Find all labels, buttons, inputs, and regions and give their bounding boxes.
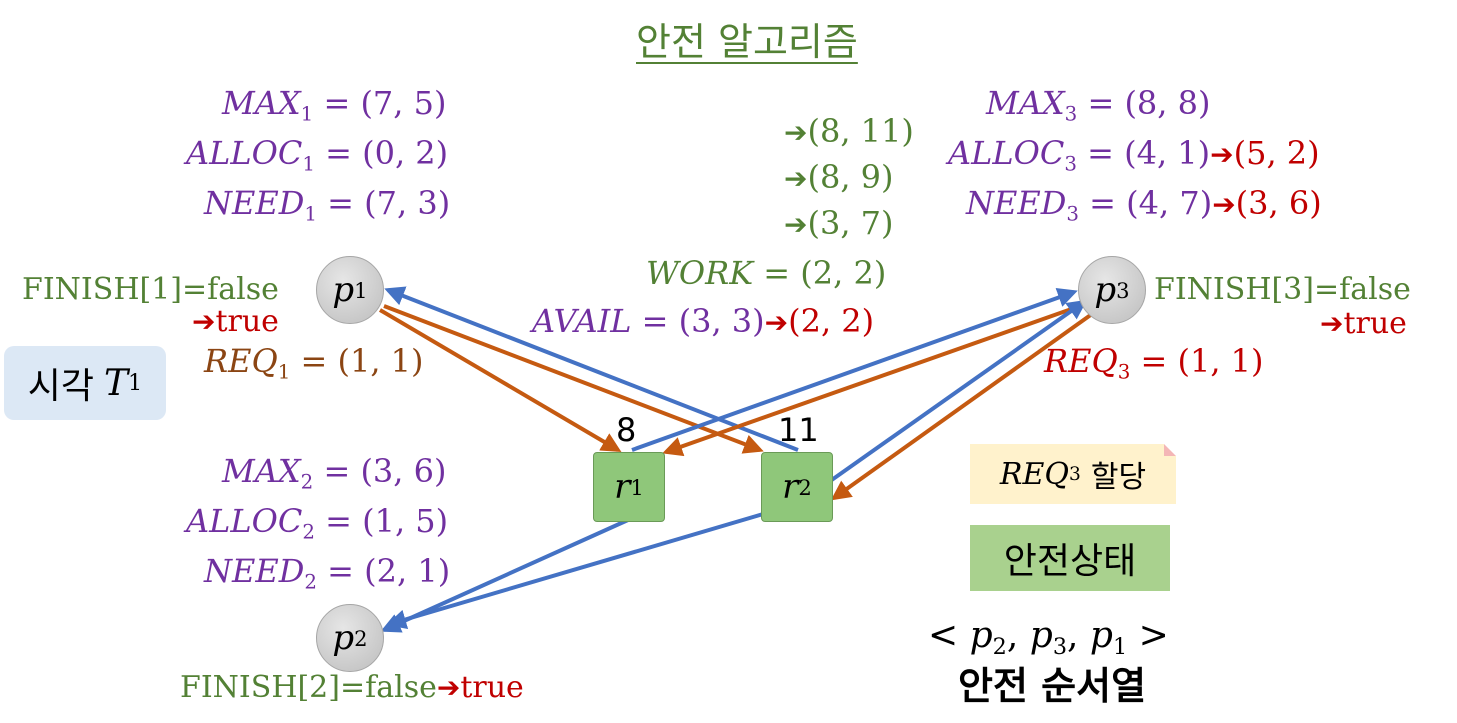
edge-r1-to-p2 [380,518,629,633]
p2-need: NEED2 = (2, 1) [204,552,451,594]
p2-alloc: ALLOC2 = (1, 5) [186,502,449,544]
arrow-right-icon: ➔ [192,305,216,338]
edge-p3-to-r1 [662,304,1081,457]
r2-count: 11 [778,411,819,449]
edge-p3-to-r2 [830,312,1094,501]
p1-req: REQ1 = (1, 1) [204,342,424,384]
arrow-right-icon: ➔ [436,671,461,704]
p3-finish-update: ➔true [1320,306,1407,341]
arrow-right-icon: ➔ [764,306,789,339]
p2-max: MAX2 = (3, 6) [222,452,447,494]
p3-finish: FINISH[3]=false [1154,272,1411,307]
safe-state-box: 안전상태 [970,525,1170,591]
edge-r1-to-p3 [631,287,1078,452]
edge-r2-to-p3 [824,299,1088,486]
edge-r2-to-p1 [384,286,799,452]
p2-finish: FINISH[2]=false➔true [180,670,524,705]
arrow-right-icon: ➔ [784,162,808,195]
work-value: WORK = (2, 2) [646,254,887,292]
note-fold-icon [1164,444,1176,456]
p3-need: NEED3 = (4, 7)➔(3, 6) [966,184,1322,226]
work-step-3: ➔(3, 7) [784,204,894,242]
work-step-2: ➔(8, 9) [784,158,894,196]
safe-sequence: < p2, p3, p1 > [928,615,1169,661]
r1-count: 8 [616,411,637,449]
p1-need: NEED1 = (7, 3) [204,184,451,226]
arrow-right-icon: ➔ [784,116,808,149]
arrow-right-icon: ➔ [1320,307,1344,340]
p1-alloc: ALLOC1 = (0, 2) [186,134,449,176]
page-title: 안전 알고리즘 [636,20,858,64]
p3-alloc: ALLOC3 = (4, 1)➔(5, 2) [948,134,1320,176]
edge-r2-to-p2 [386,510,771,630]
arrow-right-icon: ➔ [1212,188,1236,221]
safe-sequence-label: 안전 순서열 [958,664,1147,708]
arrow-right-icon: ➔ [784,208,808,241]
p1-finish-update: ➔true [192,304,279,339]
p3-max: MAX3 = (8, 8) [986,84,1211,126]
p3-req: REQ3 = (1, 1) [1044,342,1264,384]
avail-value: AVAIL = (3, 3)➔(2, 2) [532,302,875,340]
p1-finish: FINISH[1]=false [22,272,279,307]
work-step-1: ➔(8, 11) [784,112,914,150]
p1-max: MAX1 = (7, 5) [222,84,447,126]
arrow-right-icon: ➔ [1210,138,1234,171]
edge-p1-to-r1 [378,308,622,453]
